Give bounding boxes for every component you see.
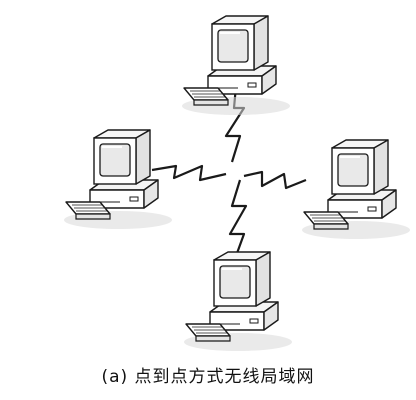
computer-top bbox=[181, 15, 291, 116]
diagram-canvas bbox=[63, 15, 411, 352]
computer-bottom bbox=[183, 251, 293, 352]
wireless-link-right bbox=[243, 170, 307, 190]
computer-right bbox=[301, 139, 411, 240]
wireless-link-left bbox=[151, 164, 227, 182]
computer-left bbox=[63, 129, 173, 230]
wireless-link-bottom bbox=[228, 179, 248, 257]
figure-caption: (a) 点到点方式无线局域网 bbox=[101, 367, 315, 387]
